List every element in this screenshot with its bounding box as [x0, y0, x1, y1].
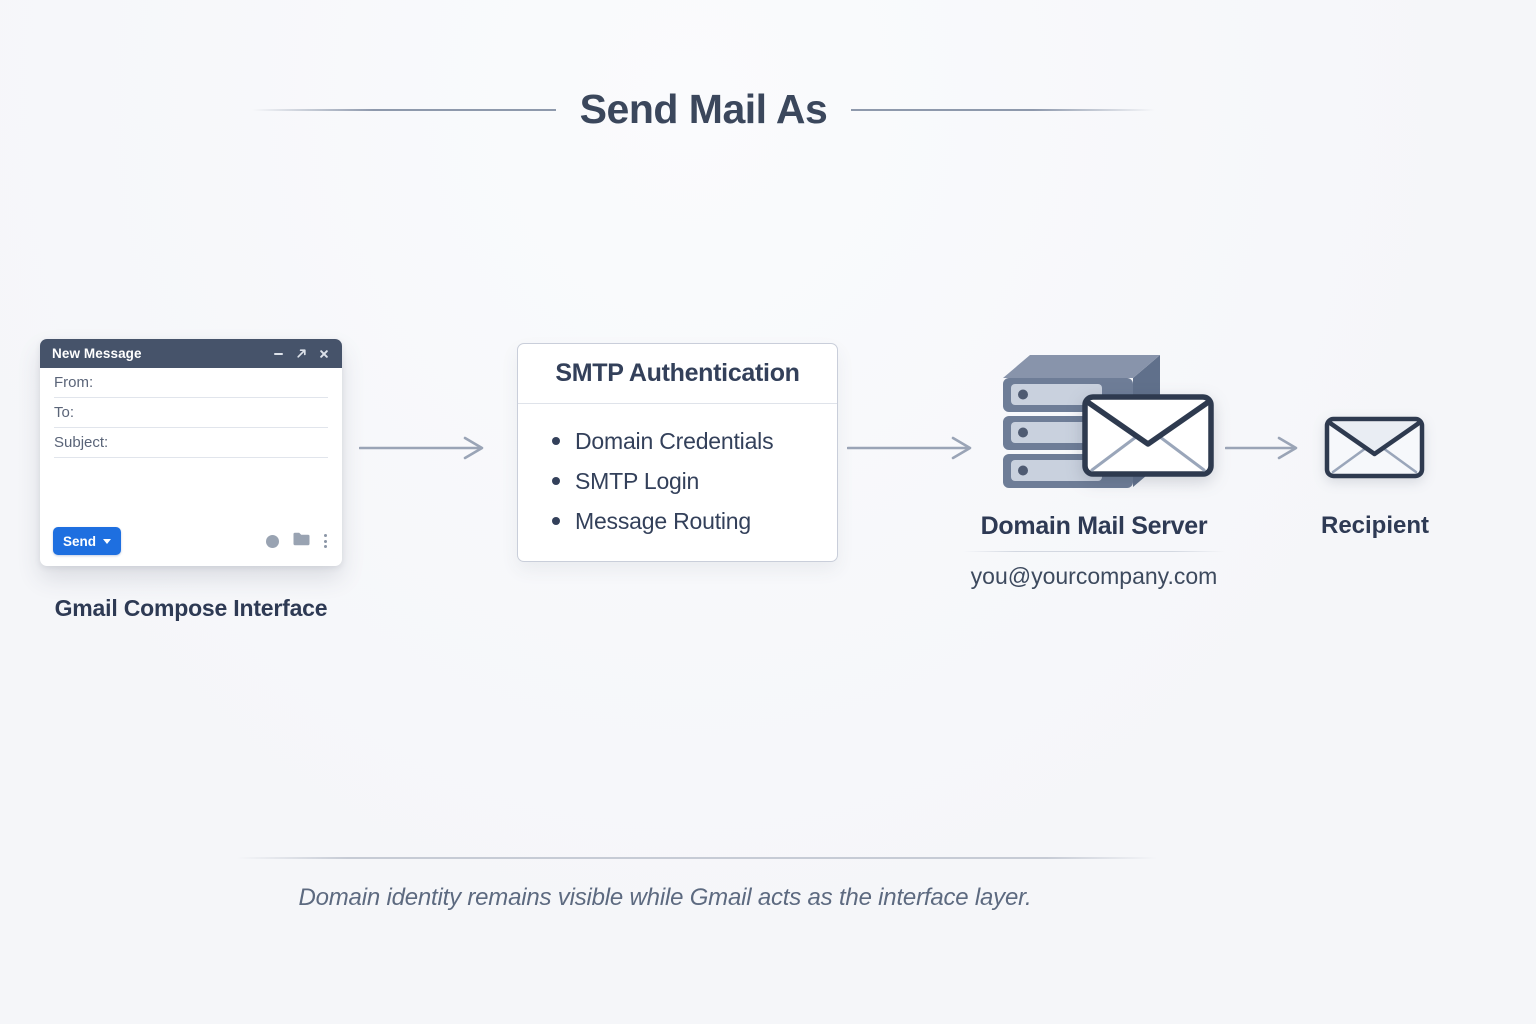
title-divider-right [851, 108, 1155, 111]
to-input[interactable] [82, 404, 328, 421]
compose-titlebar[interactable]: New Message [40, 339, 342, 368]
minimize-icon[interactable] [272, 348, 284, 360]
recipient-label: Recipient [1320, 512, 1430, 539]
compose-body: From: To: Subject: Send [40, 368, 342, 566]
server-email: you@yourcompany.com [970, 563, 1218, 589]
from-field-row: From: [54, 368, 328, 398]
bullet-icon [552, 517, 560, 525]
smtp-item-label: SMTP Login [575, 467, 700, 494]
smtp-card-title: SMTP Authentication [555, 359, 800, 387]
expand-icon[interactable] [295, 348, 307, 360]
flow-arrow-1 [359, 436, 484, 460]
window-controls [272, 348, 330, 360]
bullet-icon [552, 477, 560, 485]
smtp-authentication-card: SMTP Authentication Domain Credentials S… [517, 343, 838, 562]
subject-input[interactable] [116, 434, 328, 451]
more-options-icon[interactable] [324, 534, 327, 548]
to-label: To: [54, 404, 75, 421]
close-icon[interactable] [318, 348, 330, 360]
from-input[interactable] [101, 374, 328, 391]
server-divider [963, 551, 1225, 552]
compose-actions: Send [53, 527, 327, 555]
smtp-card-header: SMTP Authentication [518, 344, 837, 404]
subject-label: Subject: [54, 434, 109, 451]
gmail-compose-window: New Message From: To: Subject: [40, 339, 342, 566]
send-button-label: Send [62, 533, 96, 549]
title-divider-left [252, 108, 556, 111]
flow-arrow-3 [1225, 436, 1298, 460]
page-title: Send Mail As [579, 86, 828, 132]
folder-icon[interactable] [292, 531, 311, 552]
list-item: Message Routing [552, 501, 837, 541]
send-button[interactable]: Send [53, 527, 121, 555]
page-title-row: Send Mail As [252, 86, 1155, 133]
compose-caption: Gmail Compose Interface [54, 595, 328, 621]
smtp-feature-list: Domain Credentials SMTP Login Message Ro… [518, 404, 837, 541]
footer-divider [237, 857, 1157, 859]
recipient-envelope-icon [1324, 416, 1425, 479]
footer-caption: Domain identity remains visible while Gm… [298, 884, 1032, 911]
attachment-circle-icon[interactable] [266, 534, 279, 548]
compose-window-title: New Message [52, 346, 142, 361]
list-item: Domain Credentials [552, 421, 837, 461]
smtp-item-label: Domain Credentials [575, 427, 774, 454]
server-label: Domain Mail Server [980, 512, 1208, 540]
bullet-icon [552, 437, 560, 445]
envelope-icon [1082, 394, 1214, 477]
compose-toolbar-icons [266, 531, 327, 552]
send-dropdown-caret-icon [103, 539, 111, 544]
from-label: From: [54, 374, 94, 391]
server-stack-icon [1003, 355, 1160, 488]
to-field-row: To: [54, 398, 328, 428]
list-item: SMTP Login [552, 461, 837, 501]
flow-arrow-2 [847, 436, 972, 460]
subject-field-row: Subject: [54, 428, 328, 458]
smtp-item-label: Message Routing [575, 507, 751, 534]
